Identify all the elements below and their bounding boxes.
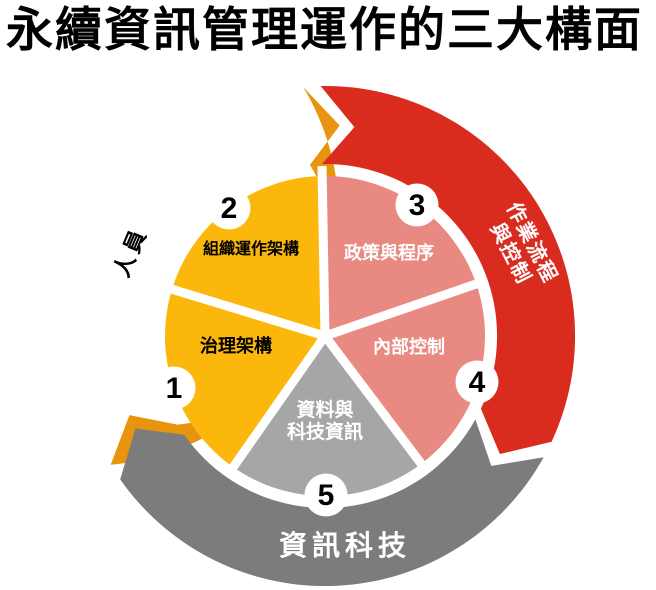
badge-circle-3 xyxy=(395,183,439,227)
hub-dot xyxy=(318,329,332,343)
slice-governance xyxy=(164,289,325,468)
page-title: 永續資訊管理運作的三大構面 xyxy=(6,3,643,56)
badge-number-1: 1 xyxy=(166,372,183,405)
badge-circle-2 xyxy=(207,186,251,230)
ring-arc-people xyxy=(110,87,340,465)
badge-circle-4 xyxy=(455,360,499,404)
badge-circle-5 xyxy=(304,473,348,517)
ring-arc-process-control xyxy=(320,85,576,454)
slice-org-structure xyxy=(172,176,325,336)
slice-label-org-structure: 組織運作架構 xyxy=(203,239,299,258)
ring-label-it: 資訊科技 xyxy=(279,529,411,561)
badge-number-5: 5 xyxy=(318,479,335,512)
slice-dividers xyxy=(161,166,488,478)
badge-circle-1 xyxy=(152,366,196,410)
step-badges: 1 2 3 4 5 xyxy=(152,183,499,517)
slice-label-governance: 治理架構 xyxy=(200,335,272,356)
ring-label-people: 人員 xyxy=(109,223,152,281)
badge-number-2: 2 xyxy=(221,192,238,225)
slice-label-data-tech-line2: 科技資訊 xyxy=(287,420,363,443)
slice-data-tech-info xyxy=(233,336,422,497)
badge-number-4: 4 xyxy=(469,366,486,399)
slice-label-internal-control: 內部控制 xyxy=(373,336,445,357)
ring-arc-it xyxy=(120,419,544,587)
badge-number-3: 3 xyxy=(409,189,426,222)
slice-label-data-tech-line1: 資料與 xyxy=(296,398,353,421)
slice-label-policy-procedure: 政策與程序 xyxy=(344,242,434,263)
slice-internal-control xyxy=(325,283,486,464)
